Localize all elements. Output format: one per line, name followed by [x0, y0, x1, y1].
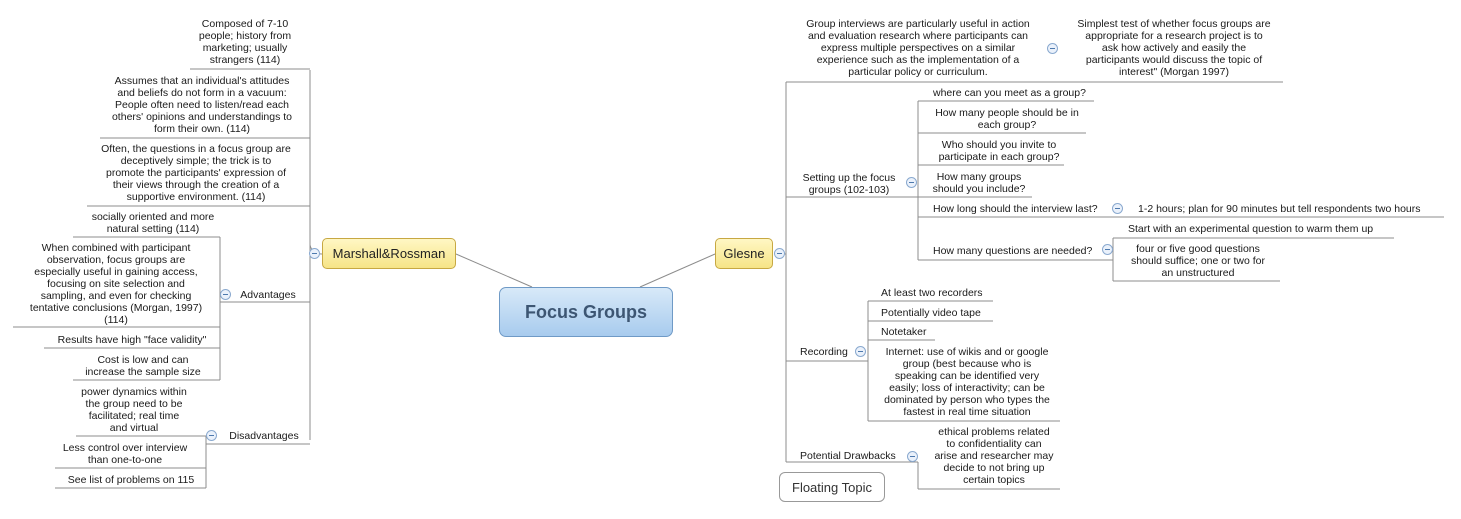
collapse-disadvantages-icon[interactable] [206, 430, 217, 441]
collapse-glesne-icon[interactable] [774, 248, 785, 259]
collapse-group-interviews-icon[interactable] [1047, 43, 1058, 54]
recording-item[interactable]: Internet: use of wikis and or google gro… [884, 346, 1050, 418]
subtopic-composed[interactable]: Composed of 7-10 people; history from ma… [198, 18, 292, 66]
collapse-setting-up-icon[interactable] [906, 177, 917, 188]
subtopic-recording[interactable]: Recording [800, 346, 848, 358]
question-duration[interactable]: How long should the interview last? [933, 203, 1098, 215]
subtopic-setting-up[interactable]: Setting up the focus groups (102-103) [802, 172, 896, 196]
question-invite[interactable]: Who should you invite to participate in … [938, 139, 1060, 163]
advantage-item[interactable]: socially oriented and more natural setti… [91, 211, 215, 235]
topic-marshall-rossman[interactable]: Marshall&Rossman [322, 238, 456, 269]
collapse-marshall-icon[interactable] [309, 248, 320, 259]
advantage-item[interactable]: Cost is low and can increase the sample … [85, 354, 201, 378]
recording-item[interactable]: Potentially video tape [881, 307, 981, 319]
question-count[interactable]: How many questions are needed? [933, 245, 1093, 257]
disadvantage-item[interactable]: power dynamics within the group need to … [81, 386, 187, 434]
collapse-recording-icon[interactable] [855, 346, 866, 357]
advantage-item[interactable]: Results have high "face validity" [57, 334, 207, 346]
disadvantage-item[interactable]: Less control over interview than one-to-… [62, 442, 188, 466]
subtopic-potential-drawbacks[interactable]: Potential Drawbacks [800, 450, 896, 462]
experimental-question[interactable]: Start with an experimental question to w… [1128, 223, 1374, 235]
subtopic-advantages[interactable]: Advantages [240, 289, 296, 301]
subtopic-group-interviews[interactable]: Group interviews are particularly useful… [806, 18, 1030, 78]
subtopic-disadvantages[interactable]: Disadvantages [229, 430, 299, 442]
subtopic-assumes[interactable]: Assumes that an individual's attitudes a… [111, 75, 293, 135]
collapse-duration-icon[interactable] [1112, 203, 1123, 214]
topic-glesne[interactable]: Glesne [715, 238, 773, 269]
subtopic-simplest-test[interactable]: Simplest test of whether focus groups ar… [1077, 18, 1271, 78]
advantage-item[interactable]: When combined with participant observati… [29, 242, 203, 326]
answer-duration[interactable]: 1-2 hours; plan for 90 minutes but tell … [1138, 203, 1421, 215]
drawback-item[interactable]: ethical problems related to confidential… [934, 426, 1054, 486]
recording-item[interactable]: Notetaker [881, 326, 927, 338]
collapse-advantages-icon[interactable] [220, 289, 231, 300]
collapse-question-count-icon[interactable] [1102, 244, 1113, 255]
subtopic-often[interactable]: Often, the questions in a focus group ar… [101, 143, 291, 203]
question-meet[interactable]: where can you meet as a group? [933, 87, 1086, 99]
central-topic[interactable]: Focus Groups [499, 287, 673, 337]
recording-item[interactable]: At least two recorders [881, 287, 983, 299]
question-people[interactable]: How many people should be in each group? [935, 107, 1079, 131]
disadvantage-item[interactable]: See list of problems on 115 [67, 474, 195, 486]
collapse-drawbacks-icon[interactable] [907, 451, 918, 462]
answer-question-count[interactable]: four or five good questions should suffi… [1130, 243, 1266, 279]
floating-topic[interactable]: Floating Topic [779, 472, 885, 502]
question-groups[interactable]: How many groups should you include? [932, 171, 1026, 195]
